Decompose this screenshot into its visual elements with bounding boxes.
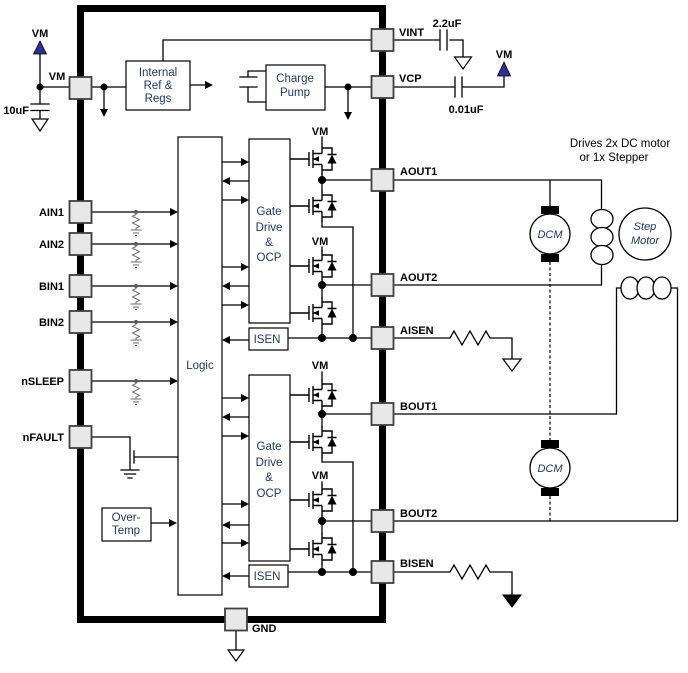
pin-label-nsleep: nSLEEP: [21, 376, 64, 388]
pin-label-bisen: BISEN: [400, 558, 434, 570]
pin-label-vint: VINT: [399, 27, 424, 39]
gate-drive-a-line3: &: [265, 237, 273, 249]
vm-vcp-arrow-icon: [496, 61, 512, 77]
isen-b-block: [248, 564, 289, 588]
ground-bisen: [502, 594, 522, 608]
note-line1: Drives 2x DC motor: [570, 138, 670, 150]
pins: [68, 28, 395, 632]
vm-rail-arrow-icon: [32, 40, 48, 55]
pin-label-bin1: BIN1: [39, 281, 64, 293]
isen-a-block: [248, 327, 289, 351]
pin-label-aout1: AOUT1: [400, 166, 437, 178]
vm-pin-label: VM: [49, 71, 66, 83]
junction-dots: [36, 83, 357, 576]
pin-label-bout2: BOUT2: [400, 508, 437, 520]
pin-label-nfault: nFAULT: [23, 432, 65, 444]
vm-rail-label: VM: [32, 28, 49, 40]
pin-vcp: [370, 75, 395, 99]
pin-vm: [68, 76, 93, 100]
pin-nsleep: [68, 369, 93, 393]
bulk-cap-label: 10uF: [3, 105, 29, 117]
pulldown-bin1: [130, 284, 142, 310]
gate-drive-a-line4: OCP: [257, 252, 282, 264]
pin-label-bin2: BIN2: [39, 317, 64, 329]
gate-drive-a-line2: Drive: [256, 222, 283, 234]
arrowheads: [100, 81, 352, 580]
charge-pump-line2: Pump: [280, 87, 310, 99]
stepper-winding-1: [590, 208, 614, 266]
pin-aout1: [370, 168, 395, 192]
gate-drive-b-block: [248, 374, 291, 562]
logic-block: [177, 136, 223, 596]
pulldown-ain1: [130, 210, 142, 236]
vm-vcp-label: VM: [496, 49, 513, 61]
internal-ref-line1: Internal: [139, 67, 177, 79]
pin-ain1: [68, 200, 93, 224]
pin-gnd: [224, 607, 248, 632]
motor-b-dcm: [529, 440, 571, 496]
over-temp-block: [101, 507, 152, 542]
pin-bin1: [68, 274, 93, 298]
pin-nfault: [68, 425, 93, 449]
wires: [30, 29, 679, 651]
ground-symbols: [30, 56, 523, 663]
pin-aisen: [370, 326, 395, 350]
pulldown-bin2: [130, 320, 142, 346]
vm-fet-a1-label: VM: [312, 126, 329, 138]
gate-drive-b-line1: Gate: [257, 441, 282, 453]
ground-gnd-pin: [226, 649, 246, 663]
pin-vint: [370, 28, 395, 52]
note-line2: or 1x Stepper: [579, 152, 648, 164]
pin-label-gnd: GND: [252, 623, 277, 635]
gate-drive-a-line1: Gate: [257, 206, 282, 218]
vm-fet-b1-label: VM: [312, 360, 329, 372]
ground-vint-cap: [453, 56, 473, 71]
step-motor-circle: [618, 207, 672, 261]
pin-label-bout1: BOUT1: [400, 401, 437, 413]
pin-bin2: [68, 310, 93, 334]
internal-ref-line3: Regs: [145, 93, 172, 105]
internal-ref-regs-block: [125, 60, 191, 111]
pin-label-aout2: AOUT2: [400, 272, 437, 284]
charge-pump-block: [265, 64, 326, 111]
pin-label-vcp: VCP: [399, 73, 422, 85]
step-motor-line2: Motor: [631, 235, 660, 247]
stepper-winding-2: [620, 276, 672, 300]
gate-drive-b-line4: OCP: [257, 488, 282, 500]
ground-aisen: [501, 358, 523, 372]
dcm-b-label: DCM: [537, 463, 563, 475]
vint-cap-label: 2.2uF: [433, 18, 462, 30]
gate-drive-a-block: [248, 138, 291, 324]
isen-a-label: ISEN: [254, 334, 281, 346]
gate-drive-b-line2: Drive: [256, 457, 283, 469]
input-pulldowns: [130, 210, 142, 405]
vm-fet-a2-label: VM: [312, 236, 329, 248]
pulldown-ain2: [130, 242, 142, 268]
over-temp-line2: Temp: [112, 525, 140, 537]
pin-label-ain1: AIN1: [39, 207, 64, 219]
pin-bisen: [370, 560, 395, 584]
pin-bout2: [370, 509, 395, 533]
pin-ain2: [68, 232, 93, 256]
over-temp-line1: Over-: [112, 512, 141, 524]
pin-bout1: [370, 402, 395, 426]
ground-10uf: [30, 118, 50, 133]
pin-label-ain2: AIN2: [39, 239, 64, 251]
vm-fet-b2-label: VM: [312, 470, 329, 482]
pulldown-nsleep: [130, 379, 142, 405]
gate-drive-b-line3: &: [265, 472, 273, 484]
vcp-cap-label: 0.01uF: [449, 104, 484, 116]
pin-label-aisen: AISEN: [400, 325, 434, 337]
step-motor-line1: Step: [634, 221, 657, 233]
pin-aout2: [370, 273, 395, 297]
isen-b-label: ISEN: [254, 571, 281, 583]
charge-pump-line1: Charge: [276, 73, 314, 85]
dcm-a-label: DCM: [537, 229, 563, 241]
logic-label: Logic: [186, 360, 214, 372]
motor-a-dcm: [529, 206, 571, 262]
internal-ref-line2: Ref &: [144, 80, 173, 92]
